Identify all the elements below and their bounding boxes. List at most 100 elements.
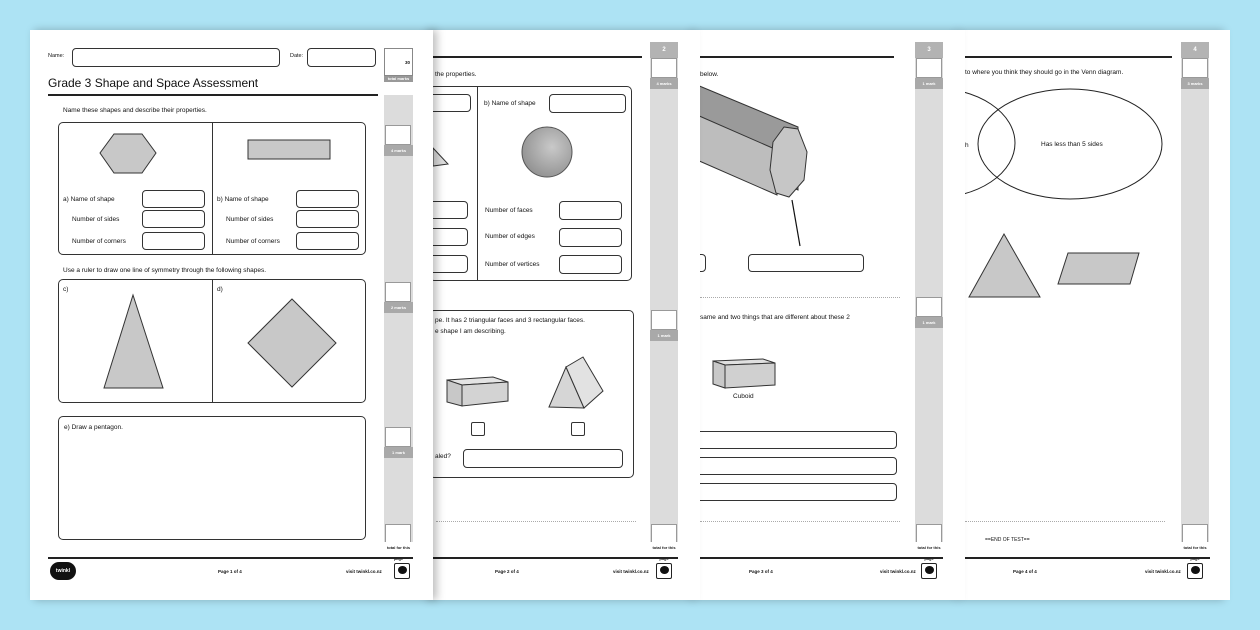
instruction: the properties.	[435, 71, 477, 78]
edges-input[interactable]	[559, 228, 622, 247]
marks-box[interactable]	[651, 310, 677, 330]
footer-rule	[697, 557, 943, 559]
b-sides-input[interactable]	[296, 210, 359, 228]
b-corners-input[interactable]	[296, 232, 359, 250]
date-input[interactable]	[307, 48, 376, 67]
answer-input[interactable]	[463, 449, 623, 468]
triangular-prism-image	[548, 356, 604, 409]
site-link[interactable]: visit twinkl.co.nz	[1145, 569, 1181, 574]
marks-box[interactable]	[385, 282, 411, 302]
a-sides-input[interactable]	[142, 210, 205, 228]
a-input-1[interactable]	[429, 201, 468, 219]
faces-input[interactable]	[559, 201, 622, 220]
total-box[interactable]	[385, 524, 411, 544]
a-name-input[interactable]	[142, 190, 205, 208]
total-label: total for this page	[915, 542, 943, 561]
instruction: to where you think they should go in the…	[965, 69, 1124, 76]
page-number-badge: 4	[1181, 42, 1209, 58]
question-line-1: pe. It has 2 triangular faces and 3 rect…	[435, 317, 585, 324]
footer-rule	[963, 557, 1210, 559]
total-marks-box[interactable]: 30	[384, 48, 413, 76]
cuboid-image	[712, 358, 776, 389]
q3-box	[58, 416, 366, 540]
worksheet-page-4: to where you think they should go in the…	[850, 30, 1230, 600]
marks-box[interactable]	[1182, 58, 1208, 78]
total-box[interactable]	[916, 524, 942, 544]
a-input-3[interactable]	[429, 255, 468, 273]
total-marks-label: total marks	[384, 76, 413, 82]
marks-box[interactable]	[651, 58, 677, 78]
answer-label: aled?	[435, 453, 451, 460]
b-name-label: b) Name of shape	[484, 100, 536, 107]
marks-column: 4 marks 2 marks 1 mark total for this pa…	[384, 95, 413, 561]
rectangle-shape	[247, 139, 331, 160]
marks-box[interactable]	[385, 427, 411, 447]
quality-badge-icon	[1187, 563, 1203, 579]
a-corners-label: Number of corners	[72, 238, 126, 245]
marks-column: 3 1 mark 1 mark total for this page	[915, 42, 943, 561]
header-rule	[697, 56, 894, 58]
hexagonal-prism-image	[696, 84, 808, 247]
end-of-test: ==END OF TEST==	[985, 537, 1030, 543]
marks-label: 4 marks	[384, 145, 413, 156]
marks-box[interactable]	[916, 58, 942, 78]
cut-line	[965, 521, 1165, 522]
twinkl-logo: twinkl	[50, 562, 76, 580]
cut-line	[436, 521, 636, 522]
answer-line-2[interactable]	[693, 457, 897, 475]
question-line-2: e shape I am describing.	[435, 328, 506, 335]
b-name-input[interactable]	[296, 190, 359, 208]
total-box[interactable]	[1182, 524, 1208, 544]
edges-label: Number of edges	[485, 233, 535, 240]
total-label: total for this page	[650, 542, 678, 561]
site-link[interactable]: visit twinkl.co.nz	[346, 569, 382, 574]
marks-label: 3 marks	[1181, 78, 1209, 89]
vertices-label: Number of vertices	[485, 261, 540, 268]
worksheet-page-1: Name: Date: 30 total marks Grade 3 Shape…	[30, 30, 433, 600]
instruction: below.	[700, 71, 719, 78]
q1-instruction: Name these shapes and describe their pro…	[63, 107, 207, 114]
header-rule	[963, 56, 1172, 58]
triangle-shape	[968, 232, 1041, 298]
name-of-shape-input-b[interactable]	[549, 94, 626, 113]
marks-label: 4 marks	[650, 78, 678, 89]
a-corners-input[interactable]	[142, 232, 205, 250]
quality-badge-icon	[394, 563, 410, 579]
marks-label: 1 mark	[650, 330, 678, 341]
footer-rule	[433, 557, 678, 559]
faces-label: Number of faces	[485, 207, 533, 214]
cuboid-image	[446, 376, 509, 407]
prism-checkbox[interactable]	[571, 422, 585, 436]
answer-box-label[interactable]	[748, 254, 864, 272]
page-number: Page 4 of 4	[1013, 569, 1037, 574]
header-rule	[433, 56, 642, 58]
answer-line-1[interactable]	[693, 431, 897, 449]
page-number-badge: 3	[915, 42, 943, 58]
worksheet-page-2: the properties. b) Name of shape Number …	[429, 30, 700, 600]
d-label: d)	[217, 286, 223, 293]
page-number-badge: 2	[650, 42, 678, 58]
quality-badge-icon	[656, 563, 672, 579]
name-input[interactable]	[72, 48, 280, 67]
vertices-input[interactable]	[559, 255, 622, 274]
total-label: total for this page	[1181, 542, 1209, 561]
site-link[interactable]: visit twinkl.co.nz	[880, 569, 916, 574]
b-sides-label: Number of sides	[226, 216, 274, 223]
site-link[interactable]: visit twinkl.co.nz	[613, 569, 649, 574]
marks-box[interactable]	[916, 297, 942, 317]
q2-instruction: Use a ruler to draw one line of symmetry…	[63, 267, 267, 274]
venn-left-label: h	[965, 142, 969, 149]
marks-box[interactable]	[385, 125, 411, 145]
shape-drawings	[432, 126, 604, 409]
answer-line-3[interactable]	[693, 483, 897, 501]
page-title: Grade 3 Shape and Space Assessment	[48, 76, 259, 90]
parallelogram-shape	[1057, 252, 1140, 285]
total-box[interactable]	[651, 524, 677, 544]
divider	[477, 86, 478, 281]
total-marks-value: 30	[404, 60, 410, 65]
cuboid-checkbox[interactable]	[471, 422, 485, 436]
isosceles-triangle-shape	[103, 293, 164, 389]
cuboid-label: Cuboid	[733, 393, 754, 400]
e-label: e) Draw a pentagon.	[64, 424, 123, 431]
a-input-2[interactable]	[429, 228, 468, 246]
